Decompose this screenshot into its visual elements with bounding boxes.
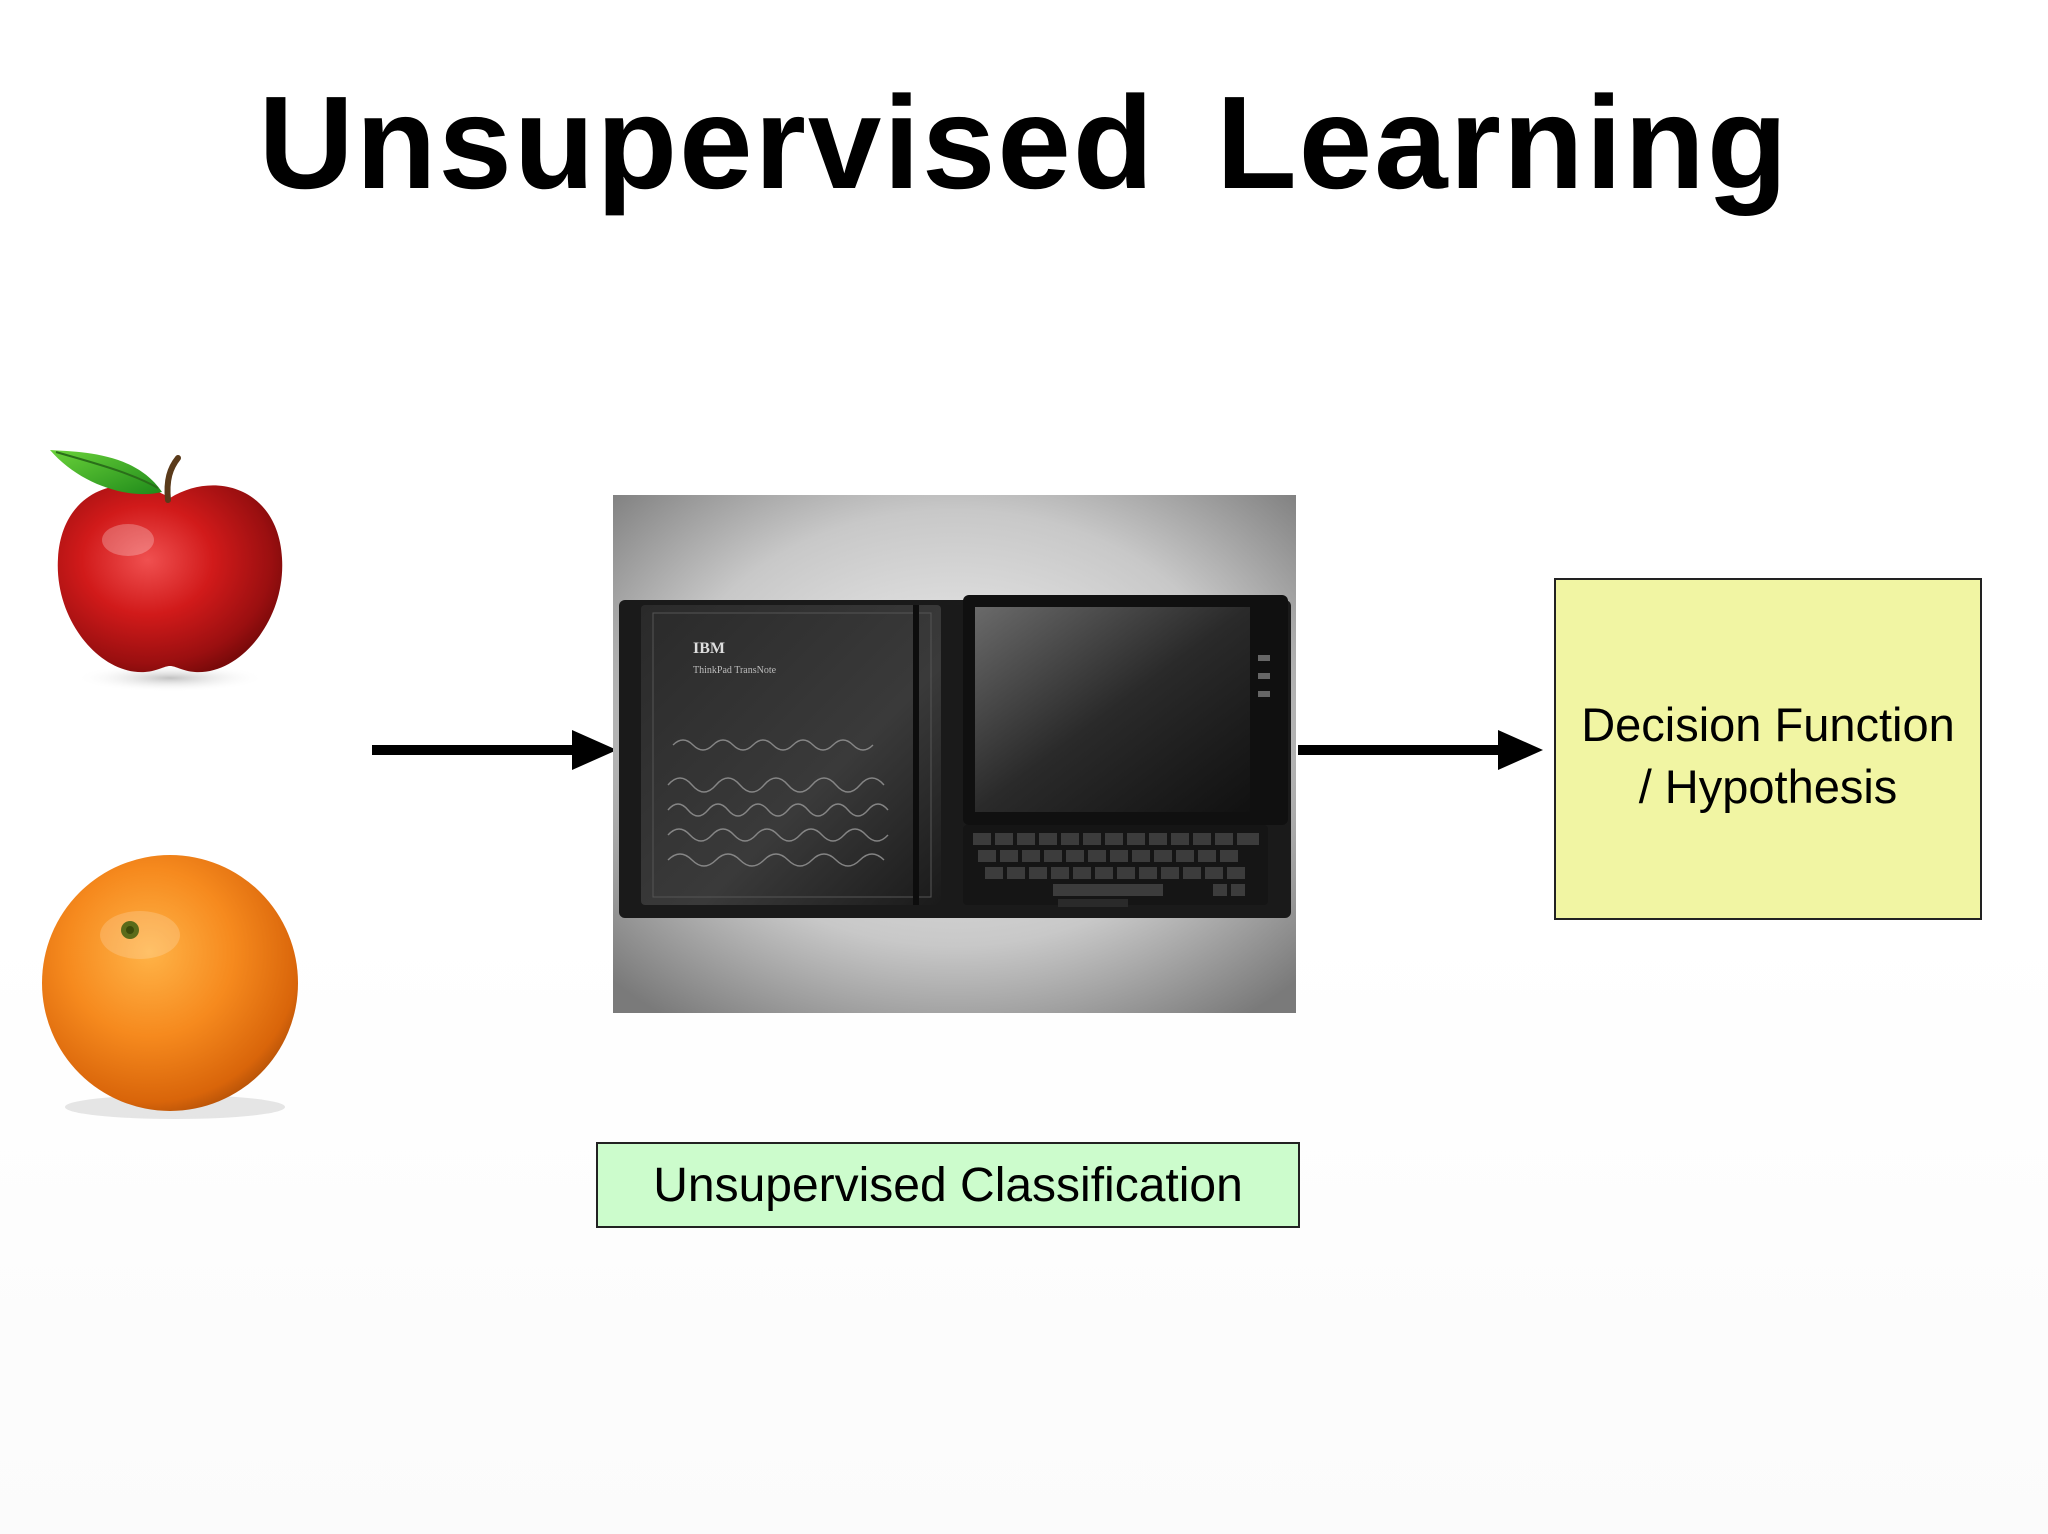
output-arrow	[1298, 730, 1543, 770]
orange-icon	[42, 855, 298, 1119]
slide-title: Unsupervised Learning	[258, 69, 1790, 216]
device-photo: IBM ThinkPad TransNote	[613, 495, 1296, 1013]
apple-image	[40, 430, 300, 700]
decision-function-line2: / Hypothesis	[1638, 760, 1898, 813]
orange-image	[30, 855, 320, 1125]
device-model-text: ThinkPad TransNote	[693, 665, 777, 676]
apple-icon	[50, 450, 283, 692]
decision-function-label: Decision Function / Hypothesis	[1556, 694, 1980, 818]
decision-function-box: Decision Function / Hypothesis	[1554, 578, 1982, 920]
classification-label-box: Unsupervised Classification	[596, 1142, 1300, 1228]
decision-function-line1: Decision Function	[1581, 698, 1955, 751]
input-arrow	[372, 730, 617, 770]
tablet-laptop-icon: IBM ThinkPad TransNote	[613, 495, 1296, 1013]
device-brand-text: IBM	[693, 640, 725, 657]
